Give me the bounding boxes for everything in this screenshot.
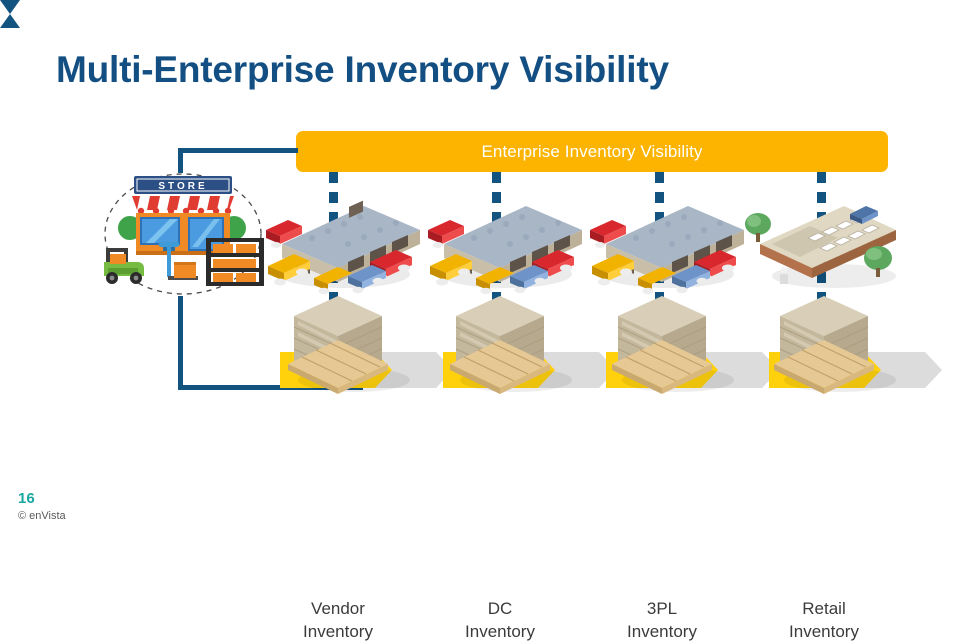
feedback-arrow-head-up-icon bbox=[0, 14, 20, 28]
wooden-pallet-icon bbox=[612, 340, 712, 394]
truck-yellow-icon bbox=[268, 254, 310, 286]
wooden-pallet-icon bbox=[774, 340, 874, 394]
feedback-arrow-head-down-icon bbox=[0, 0, 20, 14]
truck-yellow-icon bbox=[592, 254, 634, 286]
pallet-stack-icon bbox=[450, 296, 572, 394]
truck-blue-icon bbox=[672, 265, 710, 294]
truck-red-back-icon bbox=[266, 220, 302, 248]
node-dc-art bbox=[400, 186, 600, 396]
truck-blue-icon bbox=[348, 265, 386, 294]
dashed-circle-outline bbox=[104, 173, 262, 295]
wooden-pallet-icon bbox=[288, 340, 388, 394]
truck-red-back-icon bbox=[590, 220, 626, 248]
forklift-icon bbox=[104, 248, 144, 284]
truck-red-back-icon bbox=[428, 220, 464, 248]
node-vendor-art bbox=[238, 186, 438, 396]
car-blue-icon bbox=[850, 206, 878, 224]
pallet-stack-icon bbox=[612, 296, 734, 394]
copyright-notice: © enVista bbox=[18, 510, 66, 522]
node-retail-label-line1: Retail bbox=[802, 599, 846, 618]
person-icon bbox=[780, 267, 788, 284]
truck-yellow-icon bbox=[430, 254, 472, 286]
shelving-rack-icon bbox=[206, 238, 264, 286]
wooden-pallet-icon bbox=[450, 340, 550, 394]
pallet-stack-icon bbox=[774, 296, 896, 394]
node-retail-label: Retail Inventory bbox=[724, 598, 924, 644]
truck-yellow-front-icon bbox=[476, 267, 514, 295]
node-3pl-art bbox=[562, 186, 762, 396]
page-number: 16 bbox=[18, 490, 35, 507]
warehouse-icon bbox=[266, 200, 420, 295]
truck-yellow-front-icon bbox=[638, 267, 676, 295]
pallet-jack-icon bbox=[159, 242, 198, 280]
truck-blue-icon bbox=[510, 265, 548, 294]
tree-left-icon bbox=[745, 213, 771, 242]
node-retail: Retail Inventory bbox=[724, 186, 924, 641]
page-title: Multi-Enterprise Inventory Visibility bbox=[56, 49, 669, 90]
storefront-icon: STORE bbox=[132, 176, 234, 255]
pallet-stack-icon bbox=[288, 296, 410, 394]
node-vendor-label-line1: Vendor bbox=[311, 599, 365, 618]
feedback-arrow-segment-vertical-bottom bbox=[178, 296, 183, 390]
warehouse-icon bbox=[590, 206, 744, 295]
truck-yellow-front-icon bbox=[314, 267, 352, 295]
node-dc-label-line1: DC bbox=[487, 599, 513, 618]
warehouse-icon bbox=[428, 206, 582, 295]
banner-label: Enterprise Inventory Visibility bbox=[481, 141, 703, 161]
slide-canvas: Multi-Enterprise Inventory Visibility En… bbox=[0, 0, 942, 641]
feedback-arrow-segment-horizontal-bottom bbox=[178, 385, 363, 390]
enterprise-visibility-banner: Enterprise Inventory Visibility bbox=[296, 131, 888, 172]
node-retail-label-line2: Inventory bbox=[789, 621, 859, 641]
node-retail-art bbox=[724, 186, 924, 396]
node-3pl-label-line1: 3PL bbox=[646, 599, 678, 618]
tree-right-icon bbox=[864, 246, 892, 277]
store-sign-text: STORE bbox=[158, 181, 207, 192]
feedback-arrow-segment-vertical-top bbox=[178, 148, 183, 173]
retail-building-icon bbox=[745, 206, 896, 288]
store-cluster-graphic: STORE bbox=[104, 173, 264, 295]
store-cluster: STORE bbox=[92, 168, 274, 300]
feedback-arrow-segment-horizontal-top bbox=[178, 148, 298, 153]
